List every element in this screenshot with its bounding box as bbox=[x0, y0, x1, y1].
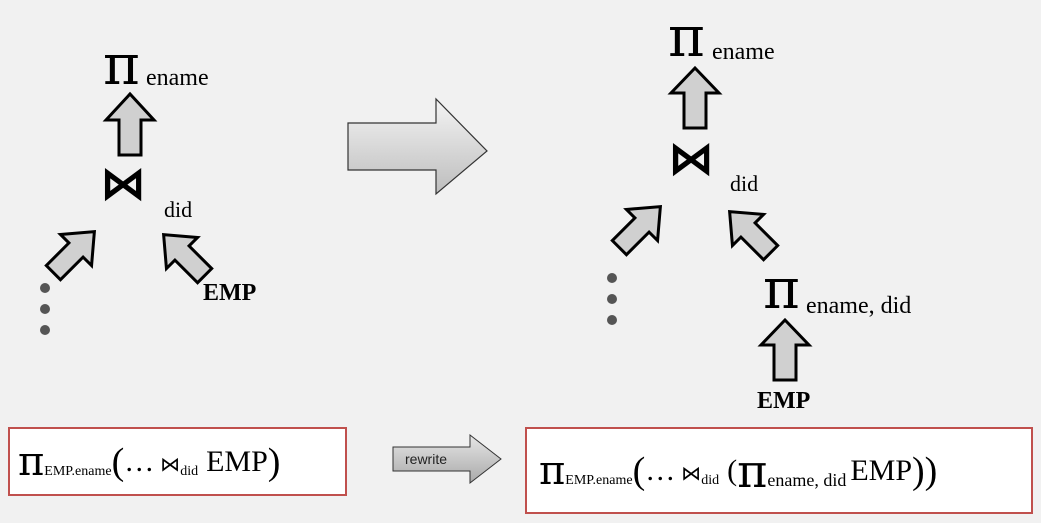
left-join-left-arrow bbox=[44, 229, 97, 282]
formula-left-rel: EMP bbox=[206, 444, 268, 478]
right-join-symbol: ⋈ bbox=[668, 131, 714, 185]
formula-right-close: )) bbox=[912, 449, 938, 492]
left-ellipsis-dots bbox=[40, 283, 50, 335]
right-emp-label: EMP bbox=[757, 388, 811, 414]
right-pushed-proj-arrow bbox=[757, 317, 813, 382]
left-projection-symbol: π bbox=[103, 33, 140, 98]
formula-left-pi-sub: EMP.ename bbox=[44, 463, 112, 479]
formula-left-close: ) bbox=[267, 440, 281, 483]
formula-right-join-sub: did bbox=[701, 472, 720, 488]
right-ellipsis-dots bbox=[607, 273, 617, 325]
right-projection-subscript: ename bbox=[712, 39, 775, 65]
formula-right-ellipsis: … bbox=[645, 453, 676, 487]
left-join-subscript: did bbox=[164, 197, 193, 222]
formula-left-box: π EMP.ename ( … ⋈ did EMP ) bbox=[8, 427, 347, 496]
formula-right-box: π EMP.ename ( … ⋈ did ( π ename, did EMP… bbox=[525, 427, 1033, 514]
right-pushed-projection-symbol: π bbox=[763, 257, 800, 322]
right-join-left-arrow bbox=[610, 204, 663, 257]
formula-left-join: ⋈ bbox=[160, 451, 181, 476]
rewrite-label: rewrite bbox=[405, 451, 448, 467]
left-emp-label: EMP bbox=[203, 280, 257, 306]
formula-left-join-sub: did bbox=[180, 463, 199, 479]
right-join-subscript: did bbox=[730, 171, 759, 196]
formula-left-open: ( bbox=[111, 440, 125, 483]
formula-right-open: ( bbox=[632, 449, 646, 492]
left-join-right-arrow bbox=[161, 232, 214, 285]
formula-right-join: ⋈ bbox=[681, 460, 702, 485]
formula-left-pi: π bbox=[18, 438, 45, 485]
formula-right-inner-pi-sub: ename, did bbox=[767, 470, 847, 490]
right-proj-arrow bbox=[667, 65, 723, 130]
right-projection-symbol: π bbox=[668, 5, 705, 70]
rewrite-arrow bbox=[392, 433, 502, 485]
left-proj-arrow bbox=[102, 91, 158, 157]
formula-right-inner-pi: π bbox=[737, 443, 768, 498]
formula-right-rel: EMP bbox=[850, 453, 913, 487]
formula-right-inner-open: ( bbox=[727, 453, 738, 487]
formula-right-pi: π bbox=[539, 447, 566, 494]
formula-left-ellipsis: … bbox=[124, 444, 155, 478]
right-pushed-projection-subscript: ename, did bbox=[806, 293, 912, 319]
transform-arrow bbox=[347, 97, 488, 196]
left-projection-subscript: ename bbox=[146, 65, 209, 91]
right-join-right-arrow bbox=[727, 209, 780, 262]
left-join-symbol: ⋈ bbox=[100, 156, 146, 210]
formula-right-pi-sub: EMP.ename bbox=[565, 472, 633, 488]
